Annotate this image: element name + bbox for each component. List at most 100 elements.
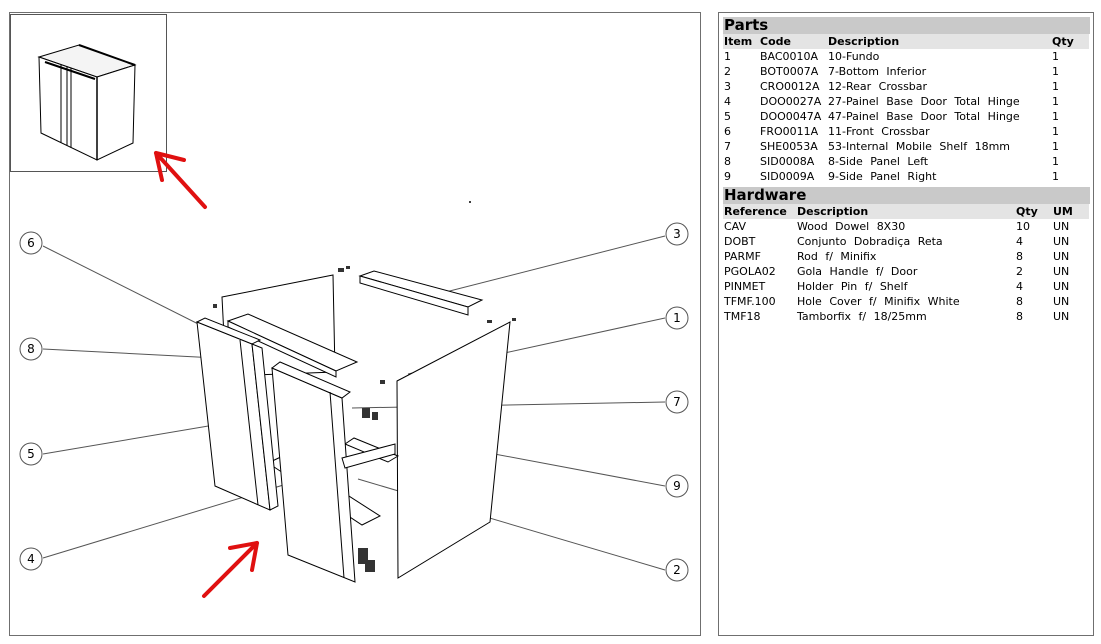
table-cell: PARMF bbox=[724, 250, 761, 263]
table-cell: 8 bbox=[724, 155, 731, 168]
table-row: 8 SID0008A 8-Side Panel Left 1 bbox=[723, 154, 1089, 169]
table-cell: Wood Dowel 8X30 bbox=[797, 220, 906, 233]
table-cell: Hole Cover f/ Minifix White bbox=[797, 295, 960, 308]
callout-4: 4 bbox=[27, 552, 35, 566]
table-cell: UN bbox=[1053, 280, 1070, 293]
table-cell: 12-Rear Crossbar bbox=[828, 80, 928, 93]
table-cell: 8 bbox=[1016, 295, 1023, 308]
parts-table: Item Code Description Qty 1 BAC0010A 10-Fu… bbox=[723, 34, 1089, 184]
table-cell: 47-Painel Base Door Total Hinge bbox=[828, 110, 1020, 123]
arrow-up-right-icon bbox=[202, 541, 259, 598]
table-cell: 6 bbox=[724, 125, 731, 138]
assembled-thumbnail bbox=[10, 14, 167, 172]
table-cell: 5 bbox=[724, 110, 731, 123]
table-cell: UN bbox=[1053, 295, 1070, 308]
callout-7: 7 bbox=[673, 395, 681, 409]
col-description: Description bbox=[827, 34, 1051, 49]
table-cell: SID0008A bbox=[760, 155, 815, 168]
table-cell: Rod f/ Minifix bbox=[797, 250, 877, 263]
table-cell: 11-Front Crossbar bbox=[828, 125, 930, 138]
table-cell: 10 bbox=[1016, 220, 1030, 233]
table-cell: UN bbox=[1053, 265, 1070, 278]
table-cell: CAV bbox=[724, 220, 747, 233]
table-cell: BOT0007A bbox=[760, 65, 819, 78]
table-cell: SHE0053A bbox=[760, 140, 818, 153]
table-row: 7 SHE0053A 53-Internal Mobile Shelf 18mm 1 bbox=[723, 139, 1089, 154]
col-qty: Qty bbox=[1015, 204, 1052, 219]
col-description: Description bbox=[796, 204, 1015, 219]
table-cell: PINMET bbox=[724, 280, 766, 293]
table-row: 6 FRO0011A 11-Front Crossbar 1 bbox=[723, 124, 1089, 139]
col-qty: Qty bbox=[1051, 34, 1089, 49]
table-cell: FRO0011A bbox=[760, 125, 819, 138]
assembled-cabinet-drawing bbox=[37, 44, 137, 161]
table-cell: TFMF.100 bbox=[724, 295, 776, 308]
table-cell: UN bbox=[1053, 235, 1070, 248]
table-row: PGOLA02 Gola Handle f/ Door 2 UN bbox=[723, 264, 1089, 279]
col-item: Item bbox=[723, 34, 759, 49]
hardware-table: Reference Description Qty UM CAV Wood Dow… bbox=[723, 204, 1089, 324]
table-cell: SID0009A bbox=[760, 170, 815, 183]
callout-3: 3 bbox=[673, 227, 681, 241]
table-cell: 1 bbox=[1052, 110, 1059, 123]
arrow-up-left-icon bbox=[154, 151, 207, 209]
table-cell: PGOLA02 bbox=[724, 265, 776, 278]
table-cell: 4 bbox=[1016, 235, 1023, 248]
table-cell: 1 bbox=[1052, 80, 1059, 93]
table-row: TFMF.100 Hole Cover f/ Minifix White 8 UN bbox=[723, 294, 1089, 309]
col-um: UM bbox=[1052, 204, 1089, 219]
callout-9: 9 bbox=[673, 479, 681, 493]
table-cell: 8-Side Panel Left bbox=[828, 155, 929, 168]
table-cell: 8 bbox=[1016, 250, 1023, 263]
table-cell: 10-Fundo bbox=[828, 50, 880, 63]
table-cell: 3 bbox=[724, 80, 731, 93]
callout-2: 2 bbox=[673, 563, 681, 577]
table-cell: UN bbox=[1053, 220, 1070, 233]
table-cell: 1 bbox=[1052, 155, 1059, 168]
table-cell: 53-Internal Mobile Shelf 18mm bbox=[828, 140, 1011, 153]
table-cell: TMF18 bbox=[724, 310, 761, 323]
table-cell: 7 bbox=[724, 140, 731, 153]
table-cell: Gola Handle f/ Door bbox=[797, 265, 918, 278]
col-reference: Reference bbox=[723, 204, 796, 219]
table-cell: CRO0012A bbox=[760, 80, 820, 93]
table-cell: 27-Painel Base Door Total Hinge bbox=[828, 95, 1020, 108]
table-row: 3 CRO0012A 12-Rear Crossbar 1 bbox=[723, 79, 1089, 94]
hardware-title: Hardware bbox=[723, 187, 1090, 204]
callout-1: 1 bbox=[673, 311, 681, 325]
table-cell: 4 bbox=[724, 95, 731, 108]
table-cell: 2 bbox=[724, 65, 731, 78]
table-cell: 1 bbox=[1052, 65, 1059, 78]
callout-8: 8 bbox=[27, 342, 35, 356]
table-cell: UN bbox=[1053, 310, 1070, 323]
table-cell: 1 bbox=[1052, 125, 1059, 138]
table-cell: 2 bbox=[1016, 265, 1023, 278]
table-cell: DOO0047A bbox=[760, 110, 822, 123]
table-cell: 1 bbox=[1052, 95, 1059, 108]
callout-5: 5 bbox=[27, 447, 35, 461]
hardware-header-row: Reference Description Qty UM bbox=[723, 204, 1089, 219]
parts-header-row: Item Code Description Qty bbox=[723, 34, 1089, 49]
table-cell: 1 bbox=[1052, 140, 1059, 153]
table-row: 2 BOT0007A 7-Bottom Inferior 1 bbox=[723, 64, 1089, 79]
col-code: Code bbox=[759, 34, 827, 49]
table-cell: 9 bbox=[724, 170, 731, 183]
table-cell: Conjunto Dobradiça Reta bbox=[797, 235, 943, 248]
callout-6: 6 bbox=[27, 236, 35, 250]
table-cell: 7-Bottom Inferior bbox=[828, 65, 927, 78]
table-cell: Tamborfix f/ 18/25mm bbox=[797, 310, 927, 323]
table-cell: BAC0010A bbox=[760, 50, 819, 63]
table-row: CAV Wood Dowel 8X30 10 UN bbox=[723, 219, 1089, 234]
table-cell: Holder Pin f/ Shelf bbox=[797, 280, 908, 293]
cabinet-exploded-view: 6 8 5 4 3 1 7 9 2 bbox=[19, 151, 689, 598]
table-cell: 1 bbox=[724, 50, 731, 63]
table-row: 5 DOO0047A 47-Painel Base Door Total Hinge… bbox=[723, 109, 1089, 124]
